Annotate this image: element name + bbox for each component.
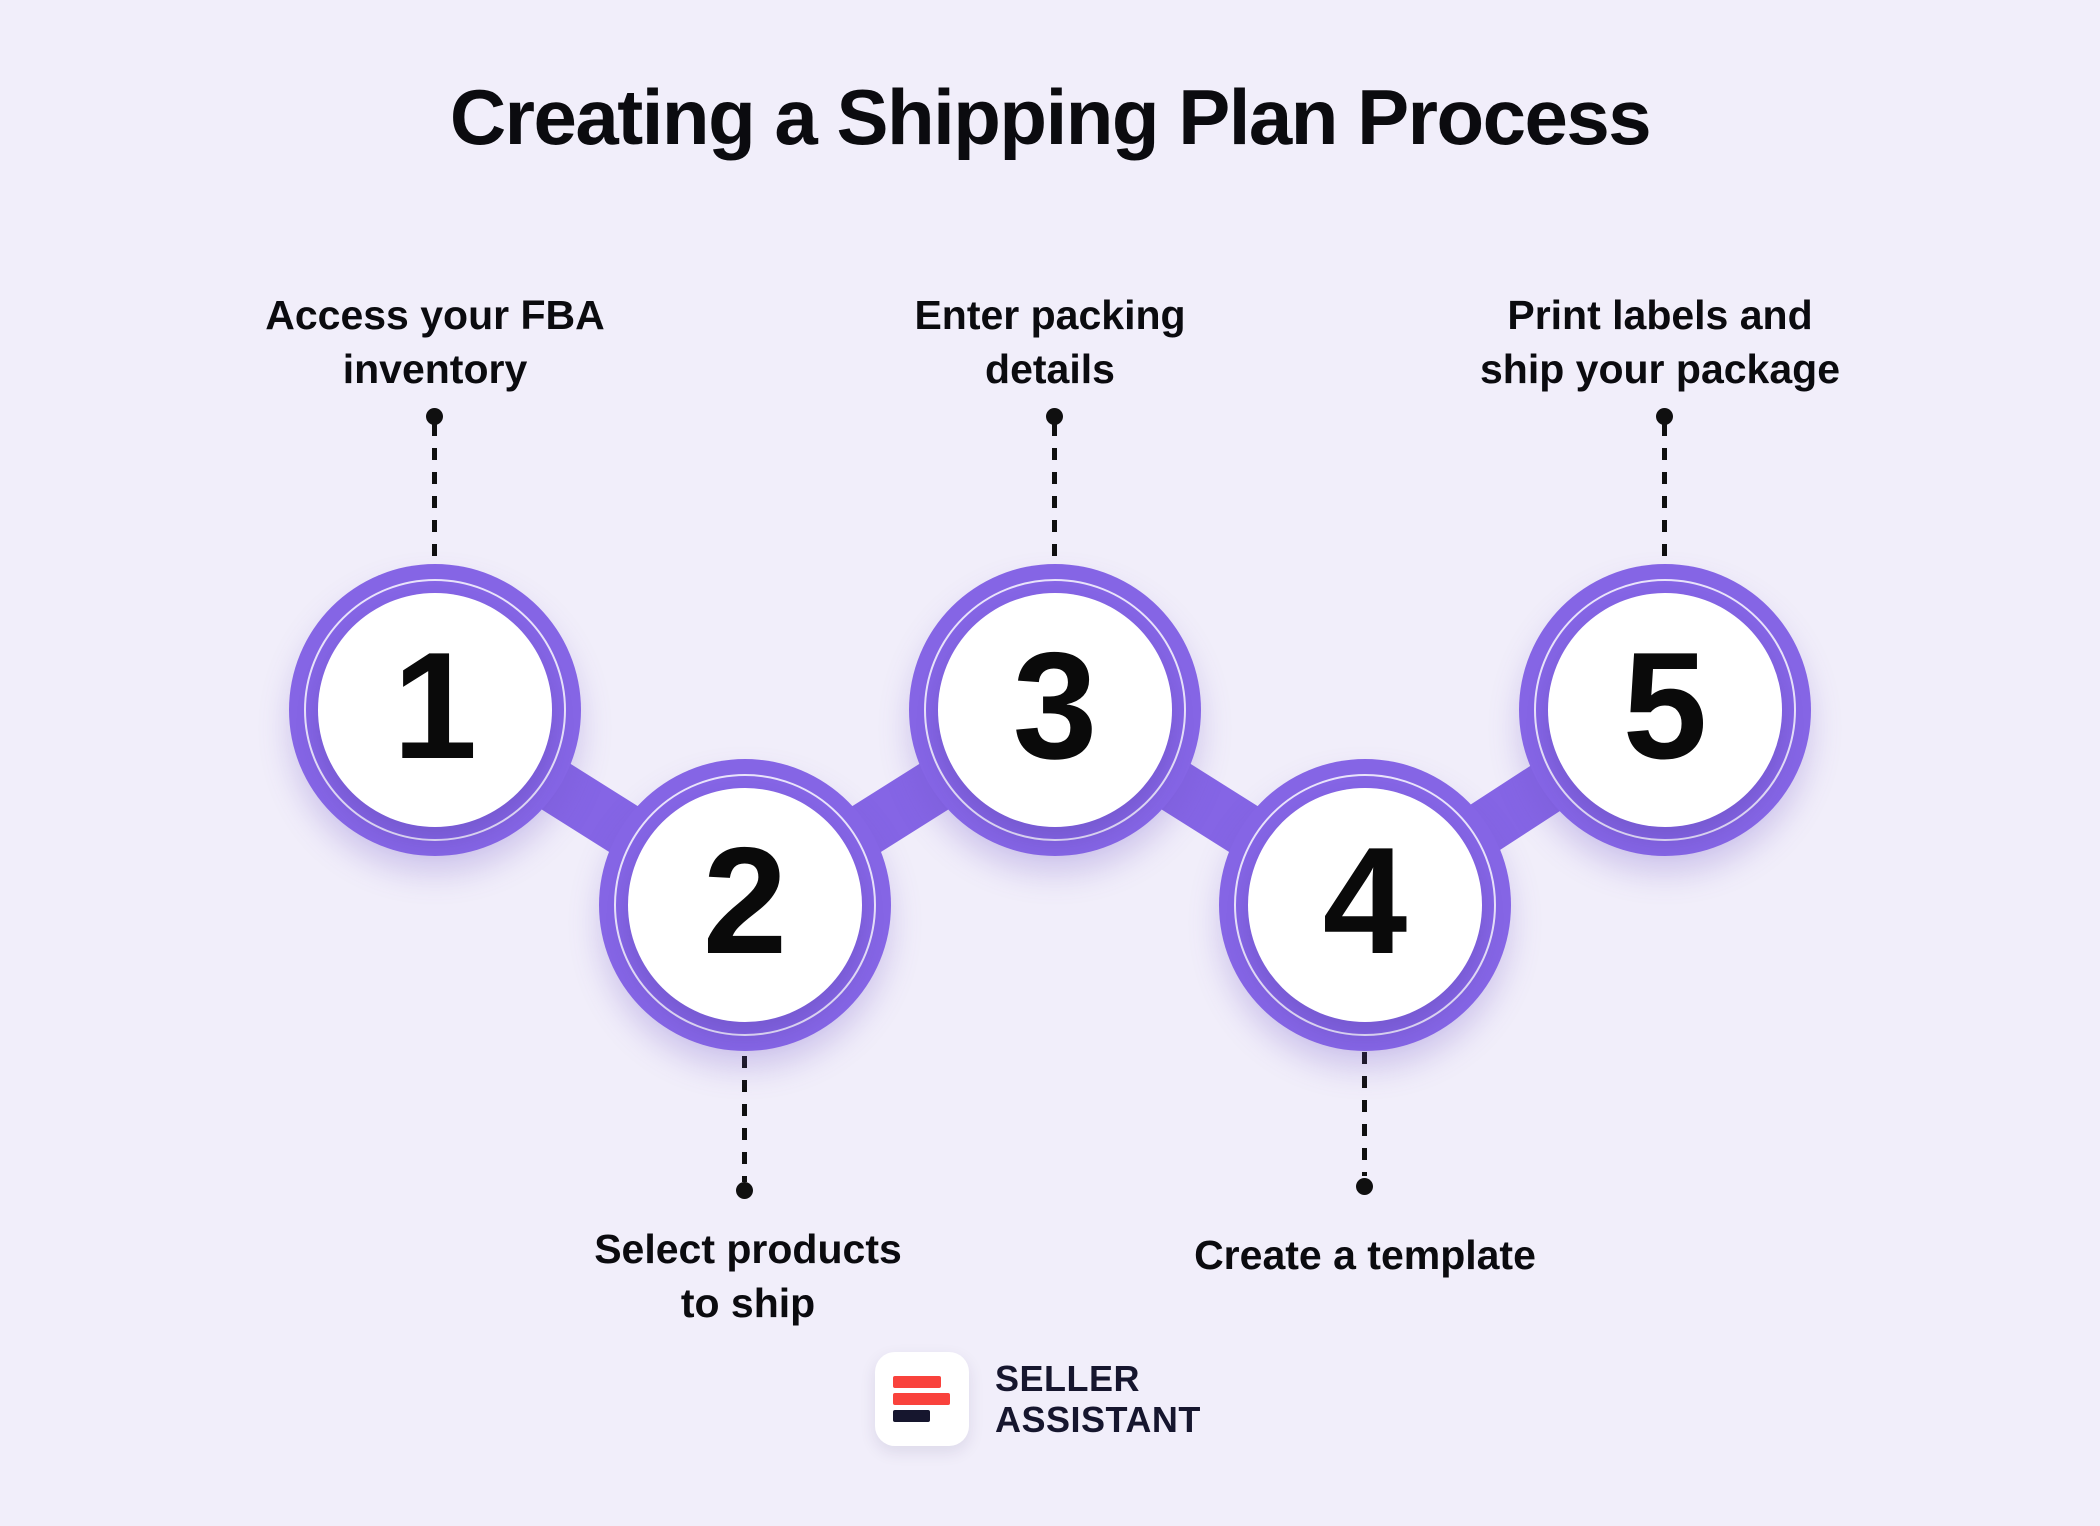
leader-dot-step-5 xyxy=(1656,408,1673,425)
leader-line-step-1 xyxy=(432,424,437,566)
logo-bar-red-top xyxy=(893,1376,941,1388)
leader-line-step-4 xyxy=(1362,1052,1367,1176)
step-4-label: Create a template xyxy=(1085,1228,1645,1282)
step-1-circle-inner: 1 xyxy=(318,593,552,827)
seller-assistant-logo: SELLER ASSISTANT xyxy=(875,1352,1201,1446)
step-3-number: 3 xyxy=(1012,621,1098,791)
step-4-circle-inner: 4 xyxy=(1248,788,1482,1022)
logo-bar-navy-bottom xyxy=(893,1410,930,1422)
leader-line-step-2 xyxy=(742,1056,747,1182)
leader-dot-step-1 xyxy=(426,408,443,425)
step-4-circle: 4 xyxy=(1219,759,1511,1051)
step-5-label-line1: Print labels and xyxy=(1507,292,1813,338)
step-2-label: Select products to ship xyxy=(468,1222,1028,1330)
step-2-number: 2 xyxy=(702,816,788,986)
logo-text-line1: SELLER xyxy=(995,1357,1141,1399)
step-3-circle: 3 xyxy=(909,564,1201,856)
leader-dot-step-3 xyxy=(1046,408,1063,425)
leader-line-step-3 xyxy=(1052,424,1057,566)
step-4-label-line1: Create a template xyxy=(1194,1232,1536,1278)
step-5-circle-inner: 5 xyxy=(1548,593,1782,827)
step-2-circle-inner: 2 xyxy=(628,788,862,1022)
step-2-circle: 2 xyxy=(599,759,891,1051)
step-1-label: Access your FBA inventory xyxy=(155,288,715,396)
step-4-number: 4 xyxy=(1322,816,1408,986)
step-5-circle: 5 xyxy=(1519,564,1811,856)
step-3-label-line1: Enter packing xyxy=(914,292,1186,338)
seller-assistant-logo-text: SELLER ASSISTANT xyxy=(995,1358,1201,1440)
leader-dot-step-2 xyxy=(736,1182,753,1199)
step-1-label-line1: Access your FBA xyxy=(265,292,605,338)
step-5-label-line2: ship your package xyxy=(1479,346,1840,393)
step-1-label-line2: inventory xyxy=(342,346,528,393)
step-3-label: Enter packing details xyxy=(770,288,1330,396)
step-5-number: 5 xyxy=(1622,621,1708,791)
step-2-label-line2: to ship xyxy=(680,1280,816,1327)
page-title: Creating a Shipping Plan Process xyxy=(449,73,1652,161)
step-1-number: 1 xyxy=(392,621,478,791)
leader-line-step-5 xyxy=(1662,424,1667,566)
step-3-label-line2: details xyxy=(985,346,1115,393)
step-5-label: Print labels and ship your package xyxy=(1380,288,1940,396)
step-1-circle: 1 xyxy=(289,564,581,856)
logo-text-line2: ASSISTANT xyxy=(995,1399,1201,1440)
leader-dot-step-4 xyxy=(1356,1178,1373,1195)
logo-bar-red-middle xyxy=(893,1393,950,1405)
step-3-circle-inner: 3 xyxy=(938,593,1172,827)
seller-assistant-logo-icon xyxy=(875,1352,969,1446)
step-2-label-line1: Select products xyxy=(594,1226,902,1272)
